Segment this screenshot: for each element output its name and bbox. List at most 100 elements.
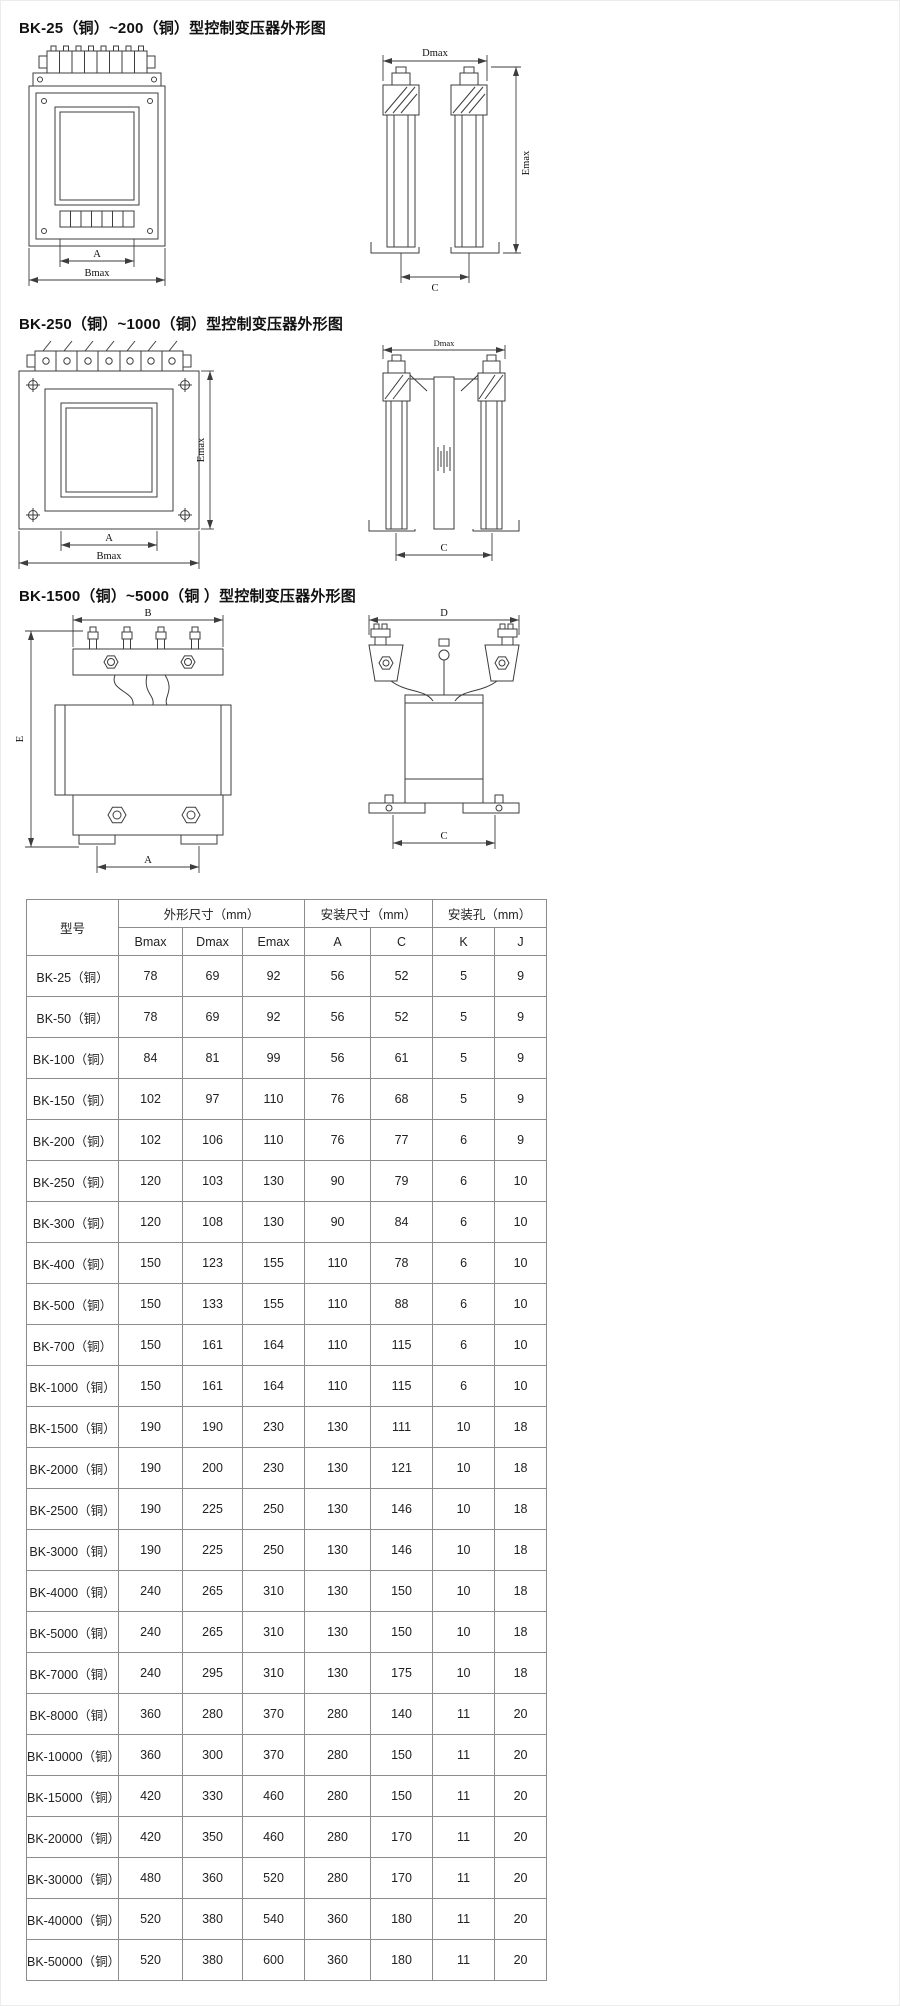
dim-label-emax: Emax [521,150,532,175]
dim-label-d: D [440,609,448,619]
model-cell: BK-4000（铜） [26,1570,119,1612]
front-view-dimensions: Emax A Bmax [18,370,214,569]
value-cell: 10 [494,1365,548,1407]
value-cell: 97 [182,1078,243,1120]
value-cell: 240 [118,1652,183,1694]
value-cell: 190 [118,1488,183,1530]
value-cell: 130 [241,1201,306,1243]
value-cell: 520 [118,1939,183,1981]
value-cell: 78 [118,996,183,1038]
value-cell: 5 [432,996,496,1038]
value-cell: 130 [304,1406,372,1448]
value-cell: 120 [118,1160,183,1202]
value-cell: 78 [370,1242,434,1284]
value-cell: 6 [432,1365,496,1407]
value-cell: 130 [304,1488,372,1530]
column-header: Bmax [118,927,183,956]
value-cell: 190 [118,1447,183,1489]
value-cell: 310 [241,1570,306,1612]
value-cell: 460 [241,1816,306,1858]
value-cell: 103 [182,1160,243,1202]
column-header: A [304,927,372,956]
value-cell: 6 [432,1119,496,1161]
value-cell: 230 [241,1406,306,1448]
value-cell: 10 [494,1242,548,1284]
value-cell: 280 [304,1734,372,1776]
dim-label-a: A [105,533,113,544]
value-cell: 370 [241,1693,306,1735]
value-cell: 265 [182,1611,243,1653]
model-cell: BK-20000（铜） [26,1816,120,1858]
column-group-header: 安装孔（mm） [432,899,548,928]
value-cell: 225 [182,1488,243,1530]
value-cell: 360 [118,1693,183,1735]
model-cell: BK-40000（铜） [26,1898,120,1940]
dim-label-a: A [93,249,101,260]
value-cell: 18 [494,1447,548,1489]
value-cell: 150 [118,1324,183,1366]
model-cell: BK-7000（铜） [26,1652,119,1694]
dim-label-dmax: Dmax [422,48,448,59]
value-cell: 161 [182,1324,243,1366]
value-cell: 6 [432,1160,496,1202]
value-cell: 155 [241,1242,306,1284]
value-cell: 140 [370,1693,434,1735]
section-heading-2: BK-250（铜）~1000（铜）型控制变压器外形图 [19,316,344,333]
value-cell: 360 [118,1734,183,1776]
value-cell: 110 [304,1324,372,1366]
value-cell: 130 [304,1570,372,1612]
value-cell: 108 [182,1201,243,1243]
value-cell: 130 [304,1611,372,1653]
value-cell: 11 [432,1693,496,1735]
value-cell: 360 [182,1857,243,1899]
value-cell: 11 [432,1816,496,1858]
value-cell: 250 [241,1488,306,1530]
value-cell: 81 [182,1037,243,1079]
value-cell: 90 [304,1160,372,1202]
value-cell: 9 [494,955,548,997]
column-header: C [370,927,434,956]
value-cell: 56 [304,996,372,1038]
section-heading-3: BK-1500（铜）~5000（铜 ）型控制变压器外形图 [19,588,356,605]
value-cell: 9 [494,1037,548,1079]
value-cell: 150 [370,1611,434,1653]
value-cell: 90 [304,1201,372,1243]
column-header: Emax [241,927,306,956]
value-cell: 265 [182,1570,243,1612]
value-cell: 18 [494,1652,548,1694]
value-cell: 92 [241,955,306,997]
value-cell: 92 [241,996,306,1038]
value-cell: 76 [304,1119,372,1161]
value-cell: 150 [370,1775,434,1817]
value-cell: 10 [494,1201,548,1243]
value-cell: 146 [370,1488,434,1530]
side-view-dimensions-top: D [368,609,520,635]
dim-label-e: E [15,736,26,742]
model-cell: BK-10000（铜） [26,1734,120,1776]
model-cell: BK-100（铜） [26,1037,119,1079]
dim-label-bmax: Bmax [96,551,122,562]
value-cell: 110 [241,1078,306,1120]
value-cell: 10 [432,1570,496,1612]
model-cell: BK-1000（铜） [26,1365,119,1407]
value-cell: 190 [182,1406,243,1448]
value-cell: 150 [118,1283,183,1325]
value-cell: 170 [370,1857,434,1899]
value-cell: 161 [182,1365,243,1407]
value-cell: 150 [370,1570,434,1612]
bk1500-side-view-drawing: D C [368,609,520,849]
value-cell: 240 [118,1611,183,1653]
value-cell: 420 [118,1775,183,1817]
section-heading-1: BK-25（铜）~200（铜）型控制变压器外形图 [19,20,326,37]
